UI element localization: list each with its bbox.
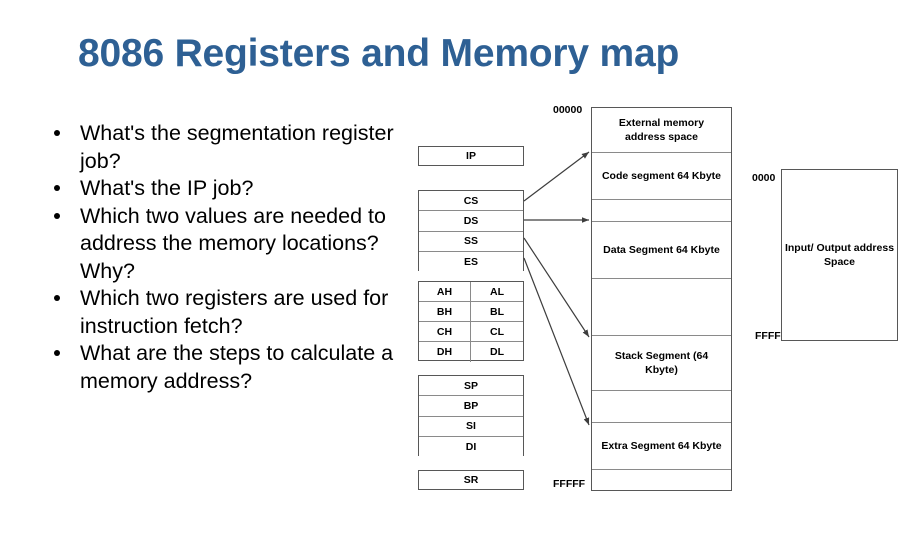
question-bullet-list: What's the segmentation register job? Wh… bbox=[48, 120, 408, 395]
memory-row-code-segment: Code segment 64 Kbyte bbox=[592, 153, 731, 200]
list-item: Which two values are needed to address t… bbox=[48, 203, 408, 286]
register-label-di: DI bbox=[419, 436, 523, 457]
register-box-ip: IP bbox=[418, 146, 524, 166]
memory-address-top: 00000 bbox=[553, 104, 583, 116]
list-item-label: What are the steps to calculate a memory… bbox=[80, 341, 394, 393]
memory-row-gap-4 bbox=[592, 470, 731, 489]
register-label-es: ES bbox=[419, 251, 523, 272]
register-label-dh: DH bbox=[419, 342, 471, 362]
list-item-label: Which two values are needed to address t… bbox=[80, 203, 386, 283]
list-item: Which two registers are used for instruc… bbox=[48, 285, 408, 340]
memory-row-gap-2 bbox=[592, 279, 731, 336]
register-label-ch: CH bbox=[419, 322, 471, 341]
memory-row-gap-1 bbox=[592, 200, 731, 222]
register-label-sr: SR bbox=[419, 471, 523, 489]
register-box-sr: SR bbox=[418, 470, 524, 490]
register-group-segment: CS DS SS ES bbox=[418, 190, 524, 272]
bullet-dot-icon bbox=[54, 212, 60, 219]
register-row-dx: DH DL bbox=[419, 342, 523, 362]
list-item-label: What's the segmentation register job? bbox=[80, 121, 394, 173]
memory-address-bottom: FFFFF bbox=[553, 478, 586, 490]
list-item-label: Which two registers are used for instruc… bbox=[80, 286, 389, 338]
register-label-cl: CL bbox=[490, 325, 504, 338]
bullet-dot-icon bbox=[54, 295, 60, 301]
register-label-bl: BL bbox=[490, 305, 504, 318]
page-title: 8086 Registers and Memory map bbox=[78, 32, 680, 75]
io-address-bottom: FFFF bbox=[755, 330, 781, 342]
memory-row-external: External memory address space bbox=[592, 108, 731, 153]
memory-map-diagram: External memory address space Code segme… bbox=[591, 107, 732, 491]
connector-es bbox=[523, 257, 590, 426]
io-address-top: 0000 bbox=[752, 172, 776, 184]
register-label-al: AL bbox=[490, 285, 504, 298]
list-item-label: What's the IP job? bbox=[80, 176, 254, 200]
memory-row-extra-segment: Extra Segment 64 Kbyte bbox=[592, 423, 731, 470]
memory-row-data-segment: Data Segment 64 Kbyte bbox=[592, 222, 731, 279]
register-label-cs: CS bbox=[419, 191, 523, 212]
list-item: What's the segmentation register job? bbox=[48, 120, 408, 175]
register-label-bh: BH bbox=[419, 302, 471, 321]
io-address-space-label: Input/ Output address Space bbox=[784, 242, 895, 268]
register-row-cx: CH CL bbox=[419, 322, 523, 342]
memory-row-stack-segment: Stack Segment (64 Kbyte) bbox=[592, 336, 731, 391]
register-label-ss: SS bbox=[419, 231, 523, 252]
register-label-ah: AH bbox=[419, 282, 471, 301]
register-group-pointer-index: SP BP SI DI bbox=[418, 375, 524, 457]
list-item: What are the steps to calculate a memory… bbox=[48, 340, 408, 395]
bullet-dot-icon bbox=[54, 130, 60, 136]
memory-row-gap-3 bbox=[592, 391, 731, 423]
register-label-bp: BP bbox=[419, 396, 523, 417]
register-group-general: AH AL BH BL CH CL DH DL bbox=[418, 281, 524, 362]
connector-ss bbox=[523, 237, 590, 338]
register-label-sp: SP bbox=[419, 376, 523, 397]
register-row-ax: AH AL bbox=[419, 282, 523, 302]
list-item: What's the IP job? bbox=[48, 175, 408, 203]
connector-cs bbox=[523, 151, 590, 202]
register-row-bx: BH BL bbox=[419, 302, 523, 322]
register-label-si: SI bbox=[419, 416, 523, 437]
bullet-dot-icon bbox=[54, 185, 60, 191]
register-label-ds: DS bbox=[419, 211, 523, 232]
bullet-dot-icon bbox=[54, 350, 60, 356]
register-label-dl: DL bbox=[490, 346, 504, 358]
register-label-ip: IP bbox=[419, 147, 523, 165]
io-address-space-box: Input/ Output address Space bbox=[781, 169, 898, 341]
